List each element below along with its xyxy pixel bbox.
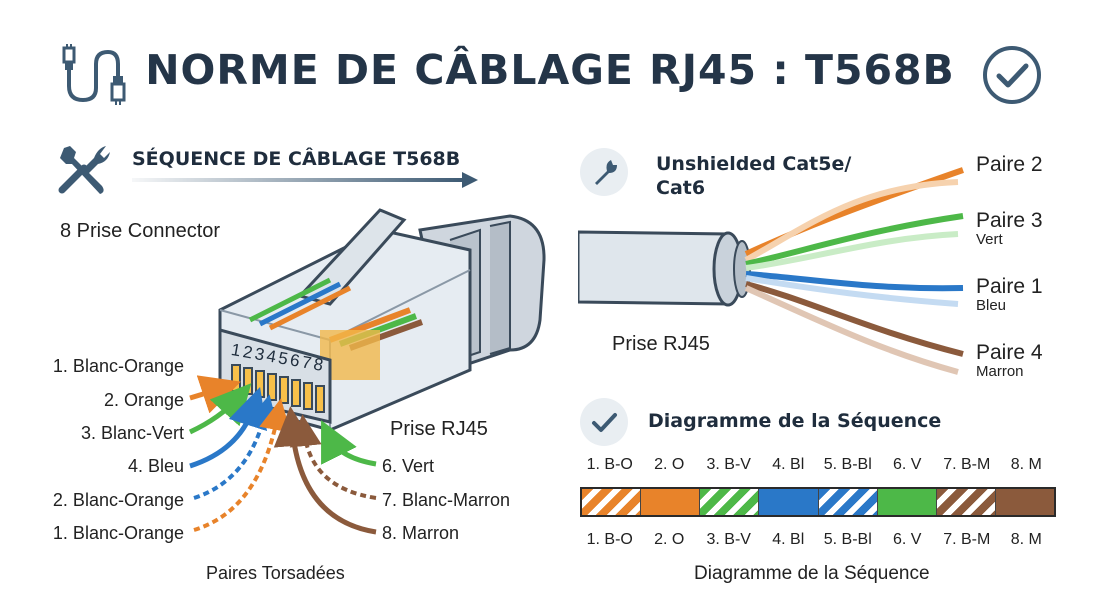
- sequence-label: 3. B-V: [706, 456, 751, 473]
- sequence-cell: [700, 489, 760, 515]
- pair-title: Paire 4: [976, 341, 1043, 364]
- sequence-label: 7. B-M: [943, 531, 991, 548]
- wire-label: 7. Blanc-Marron: [382, 490, 511, 510]
- wire-label: 3. Blanc-Vert: [80, 423, 184, 443]
- wire-arrows: [180, 370, 400, 550]
- check-circle-icon: [981, 44, 1043, 106]
- sequence-label: 6. V: [893, 531, 922, 548]
- cable-heading: Unshielded Cat5e/ Cat6: [656, 152, 851, 200]
- sequence-heading: Diagramme de la Séquence: [648, 410, 942, 432]
- page-title: NORME DE CÂBLAGE RJ45 : T568B: [145, 46, 955, 94]
- cable-illustration: [576, 150, 978, 390]
- wire-label: 1. Blanc-Orange: [52, 523, 184, 543]
- sequence-label: 2. O: [654, 456, 685, 473]
- sequence-label: 5. B-Bl: [823, 456, 872, 473]
- sequence-label: 4. Bl: [772, 531, 805, 548]
- sequence-cell: [818, 489, 878, 515]
- sequence-label: 8. M: [1010, 456, 1042, 473]
- pair-label: Paire 4 Marron: [976, 342, 1043, 380]
- sequence-label: 1. B-O: [586, 456, 633, 473]
- sequence-label: 5. B-Bl: [823, 531, 872, 548]
- sequence-label: 8. M: [1010, 531, 1042, 548]
- cable-icon: [58, 42, 128, 108]
- plug-label-left: Prise RJ45: [390, 418, 488, 440]
- wire-label: 4. Bleu: [127, 456, 184, 476]
- pair-subtitle: Bleu: [976, 297, 1007, 314]
- rj45-connector-illustration: [180, 200, 560, 460]
- sequence-cell: [995, 489, 1054, 515]
- sequence-footer: Diagramme de la Séquence: [694, 563, 930, 584]
- sequence-cell: [759, 489, 819, 515]
- arrow-right-icon: [132, 172, 480, 188]
- sequence-label: 7. B-M: [943, 456, 991, 473]
- pair-subtitle: Vert: [976, 231, 1003, 248]
- pair-title: Paire 2: [976, 153, 1043, 176]
- pair-label: Paire 3 Vert: [976, 210, 1043, 248]
- check-icon: [580, 398, 628, 446]
- sequence-label: 4. Bl: [772, 456, 805, 473]
- connector-label: 8 Prise Connector: [60, 220, 221, 242]
- cable-heading-line1: Unshielded Cat5e/: [656, 153, 852, 175]
- wire-label: 8. Marron: [382, 523, 460, 543]
- sequence-labels-bottom: 1. B-O 2. O 3. B-V 4. Bl 5. B-Bl 6. V 7.…: [580, 531, 1056, 549]
- sequence-label: 6. V: [893, 456, 922, 473]
- section-heading-left: SÉQUENCE DE CÂBLAGE T568B: [132, 148, 461, 170]
- sequence-label: 3. B-V: [706, 531, 751, 548]
- sequence-labels-top: 1. B-O 2. O 3. B-V 4. Bl 5. B-Bl 6. V 7.…: [580, 456, 1056, 474]
- left-footer: Paires Torsadées: [206, 563, 345, 583]
- sequence-cell: [641, 489, 701, 515]
- sequence-cell: [582, 489, 642, 515]
- pair-title: Paire 1: [976, 275, 1043, 298]
- sequence-cell: [936, 489, 996, 515]
- plug-label-right: Prise RJ45: [612, 333, 710, 355]
- tools-icon: [54, 140, 112, 198]
- wire-label: 6. Vert: [382, 456, 435, 476]
- sequence-label: 1. B-O: [586, 531, 633, 548]
- pair-label: Paire 1 Bleu: [976, 276, 1043, 314]
- pair-label: Paire 2: [976, 154, 1043, 176]
- sequence-cell: [877, 489, 937, 515]
- wrench-icon: [580, 148, 628, 196]
- sequence-bar: [580, 487, 1056, 517]
- cable-heading-line2: Cat6: [656, 177, 706, 199]
- pair-title: Paire 3: [976, 209, 1043, 232]
- wire-label: 2. Orange: [103, 390, 184, 410]
- wire-label: 2. Blanc-Orange: [52, 490, 184, 510]
- pair-subtitle: Marron: [976, 363, 1024, 380]
- wire-label: 1. Blanc-Orange: [52, 356, 184, 376]
- sequence-label: 2. O: [654, 531, 685, 548]
